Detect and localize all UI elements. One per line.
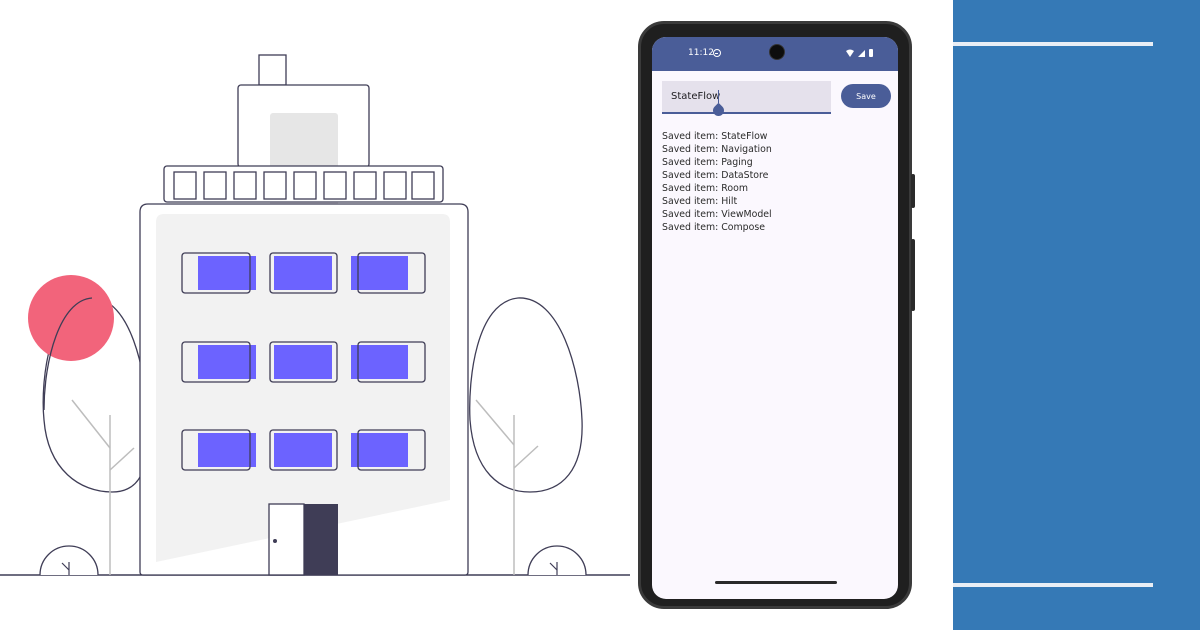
wifi-icon [846, 49, 854, 57]
list-item: Saved item: Hilt [662, 196, 738, 207]
pink-circle [28, 275, 114, 361]
list-item: Saved item: Room [662, 183, 748, 194]
right-bush [527, 545, 587, 576]
window-row-1 [181, 252, 426, 294]
window-row-3 [181, 429, 426, 471]
list-item: Saved item: DataStore [662, 170, 769, 181]
panel-rule-bottom [953, 583, 1153, 587]
right-tree [469, 297, 583, 575]
door [268, 503, 338, 576]
save-button[interactable]: Save [841, 84, 891, 108]
item-input-value[interactable]: StateFlow [671, 91, 721, 102]
blue-side-panel [953, 0, 1200, 630]
building [139, 54, 469, 576]
building-illustration [0, 54, 630, 576]
signal-icon [858, 50, 865, 57]
list-item: Saved item: StateFlow [662, 131, 768, 142]
camera-icon [769, 44, 785, 60]
status-bar: 11:12 [652, 37, 898, 71]
power-button [911, 174, 915, 208]
dnd-icon [713, 49, 721, 57]
status-time: 11:12 [688, 48, 714, 58]
list-item: Saved item: ViewModel [662, 209, 772, 220]
panel-rule-top [953, 42, 1153, 46]
list-item: Saved item: Compose [662, 222, 766, 233]
caret-handle-icon[interactable] [710, 102, 727, 119]
list-item: Saved item: Navigation [662, 144, 772, 155]
home-indicator[interactable] [715, 581, 837, 584]
text-caret [718, 90, 719, 103]
saved-items-list: Saved item: StateFlow Saved item: Naviga… [662, 130, 772, 234]
phone-device: 11:12 StateFlow Save Saved item: StateFl… [638, 21, 915, 609]
list-item: Saved item: Paging [662, 157, 753, 168]
battery-icon [869, 49, 873, 57]
left-bush [39, 545, 99, 576]
window-row-2 [181, 341, 426, 383]
phone-screen: 11:12 StateFlow Save Saved item: StateFl… [652, 37, 898, 599]
status-icons [846, 49, 873, 57]
item-input-field[interactable]: StateFlow [662, 81, 831, 119]
volume-button [911, 239, 915, 311]
